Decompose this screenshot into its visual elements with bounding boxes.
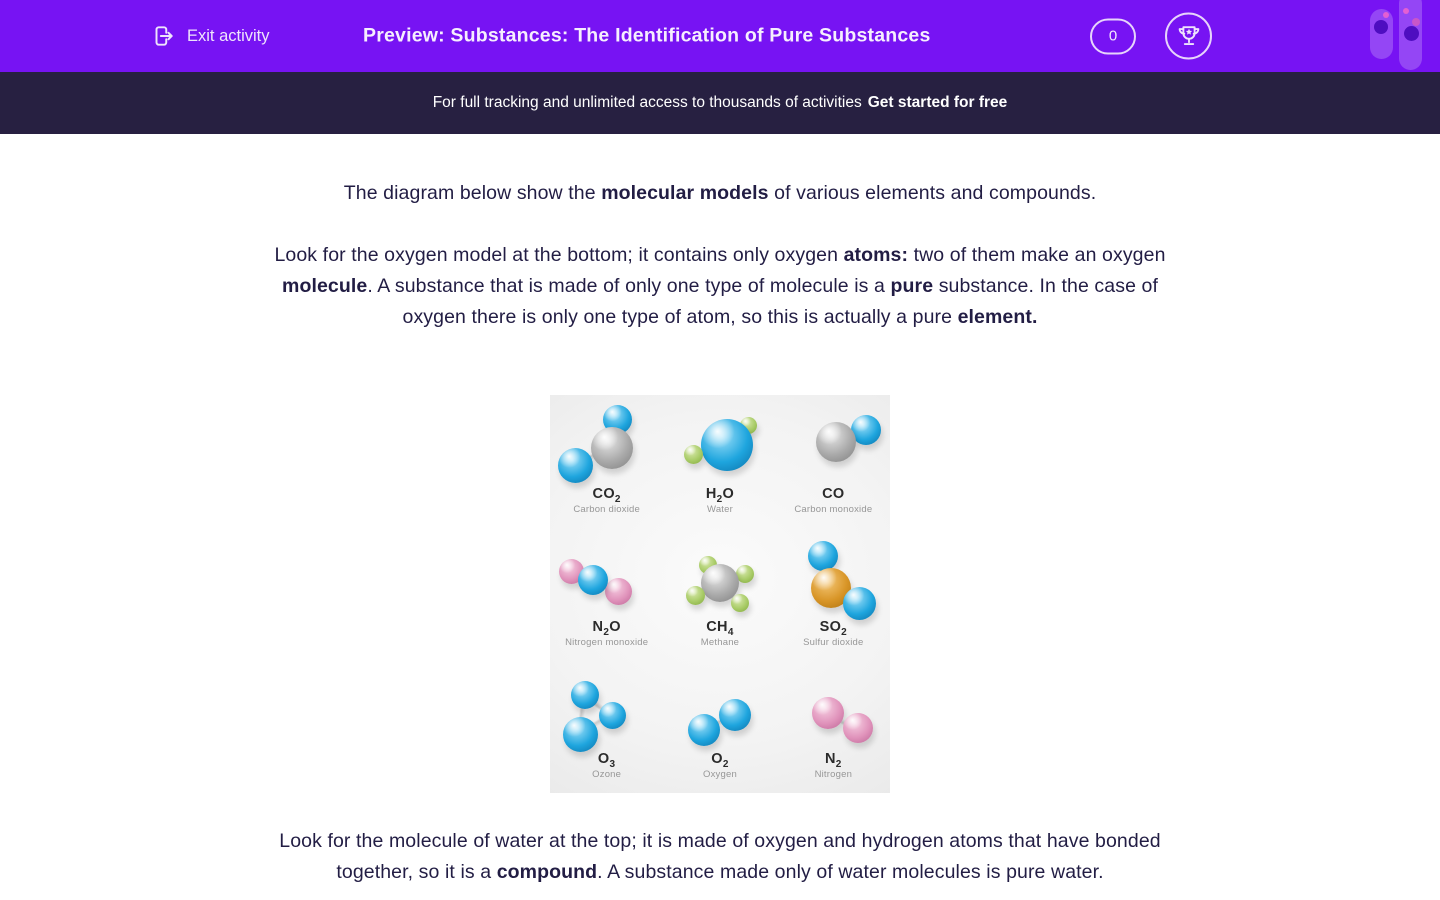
blue-atom-ball [701,419,754,471]
molecule-name: Sulfur dioxide [803,636,864,648]
molecule-name: Nitrogen monoxide [565,636,649,648]
exit-activity-label: Exit activity [187,26,270,45]
gray-atom-ball [591,427,633,469]
molecule-art [777,395,890,490]
promo-banner: For full tracking and unlimited access t… [0,72,1440,134]
green-atom-ball [736,564,755,583]
molecule-name: Nitrogen [814,769,853,781]
bubble-dot [1412,18,1420,26]
bubble-dot [1374,20,1388,34]
bubble-dot [1383,12,1389,18]
blue-atom-ball [807,540,838,571]
header-actions: 0 [1090,12,1212,60]
bubble-dot [1403,8,1409,14]
molecule-card: CO Carbon monoxide [777,395,890,528]
pink-atom-ball [604,578,632,606]
green-atom-ball [685,586,705,606]
molecule-art [550,660,663,755]
intro-paragraph: The diagram below show the molecular mod… [343,182,1097,204]
score-value: 0 [1108,27,1118,45]
molecule-formula: O3 [597,751,616,771]
molecule-art [777,660,890,755]
blue-atom-ball [562,716,598,752]
molecule-formula: CO [822,486,845,502]
molecule-art [550,528,663,623]
test-tube-icon [1399,0,1422,70]
test-tubes-decoration [1370,0,1432,72]
molecule-name: Water [707,504,733,515]
water-paragraph: Look for the molecule of water at the to… [279,830,1161,883]
molecule-name: Ozone [592,769,622,781]
bubble-dot [1404,26,1419,41]
exit-icon [155,26,173,46]
molecule-name: Methane [700,636,740,648]
pink-atom-ball [811,697,844,730]
trophy-button[interactable] [1165,12,1212,60]
molecule-art [663,395,776,490]
blue-atom-ball [850,415,881,445]
blue-atom-ball [571,681,599,710]
molecule-art [550,395,663,490]
test-tube-icon [1370,9,1393,59]
get-started-link[interactable]: Get started for free [867,94,1008,111]
molecule-art [663,528,776,623]
gray-atom-ball [815,422,856,462]
molecule-art [663,660,776,755]
blue-atom-ball [843,587,877,621]
oxygen-paragraph: Look for the oxygen model at the bottom;… [274,244,1166,328]
trophy-icon [1178,25,1199,45]
exit-activity-button[interactable]: Exit activity [150,23,270,49]
pink-atom-ball [842,713,873,744]
molecule-formula: H2O [705,486,735,505]
molecule-name: Carbon dioxide [573,504,641,515]
blue-atom-ball [557,447,593,483]
blue-atom-ball [719,699,752,732]
activity-content: The diagram below show the molecular mod… [0,178,1440,888]
molecule-name: Oxygen [703,769,737,781]
molecule-formula: CO2 [592,486,621,505]
molecule-formula: N2 [825,751,842,771]
molecule-formula: N2O [592,618,621,638]
blue-atom-ball [578,564,608,595]
green-atom-ball [683,444,703,464]
score-badge[interactable]: 0 [1090,18,1136,54]
page-title: Preview: Substances: The Identification … [363,24,931,47]
molecule-formula: CH4 [706,618,734,638]
molecule-formula: SO2 [819,618,848,638]
blue-atom-ball [688,714,721,747]
promo-text: For full tracking and unlimited access t… [433,94,1008,112]
promo-message: For full tracking and unlimited access t… [432,94,862,111]
blue-atom-ball [598,701,626,729]
app-header: Exit activity Preview: Substances: The I… [0,0,1440,72]
molecule-name: Carbon monoxide [794,504,873,515]
molecule-formula: O2 [711,751,729,771]
molecule-art [777,528,890,623]
green-atom-ball [731,593,750,612]
